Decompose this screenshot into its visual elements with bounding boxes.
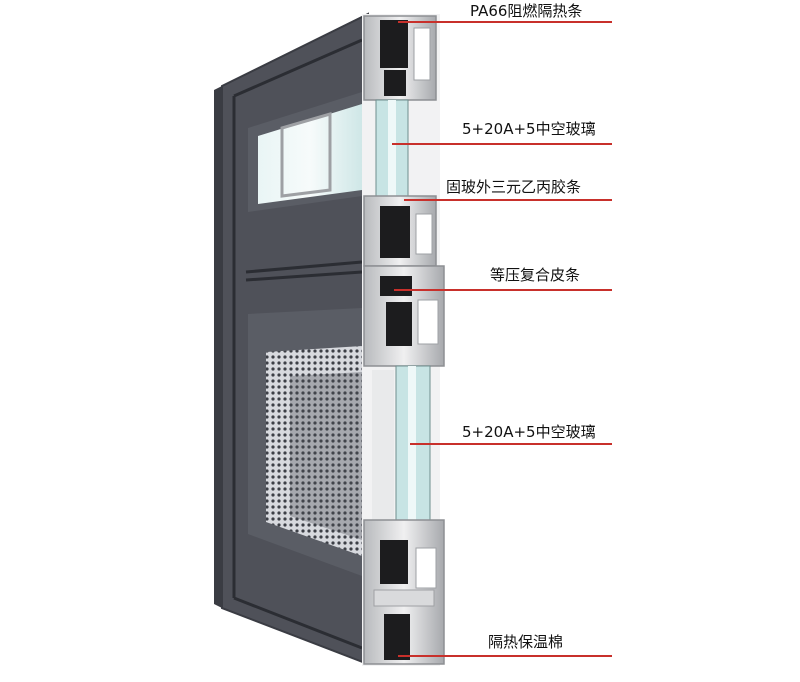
panel-left-edge bbox=[214, 86, 222, 608]
callout-label-insulation-strip: PA66阻燃隔热条 bbox=[470, 2, 583, 20]
callout-label-epdm-gasket: 固玻外三元乙丙胶条 bbox=[446, 178, 582, 196]
callout-label-upper-glass: 5+20A+5中空玻璃 bbox=[462, 120, 596, 138]
callout-label-insulation-cotton: 隔热保温棉 bbox=[488, 633, 564, 651]
callout-label-lower-glass: 5+20A+5中空玻璃 bbox=[462, 423, 596, 441]
panel-grooves bbox=[232, 38, 363, 650]
upper-glass bbox=[258, 104, 362, 204]
profile-section bbox=[362, 14, 445, 666]
mesh-shade bbox=[290, 372, 362, 540]
upper-glass-inner-frame bbox=[280, 112, 332, 198]
callout-label-pressure-seal: 等压复合皮条 bbox=[490, 266, 581, 284]
leader-lines bbox=[392, 21, 612, 657]
security-mesh bbox=[266, 346, 362, 556]
